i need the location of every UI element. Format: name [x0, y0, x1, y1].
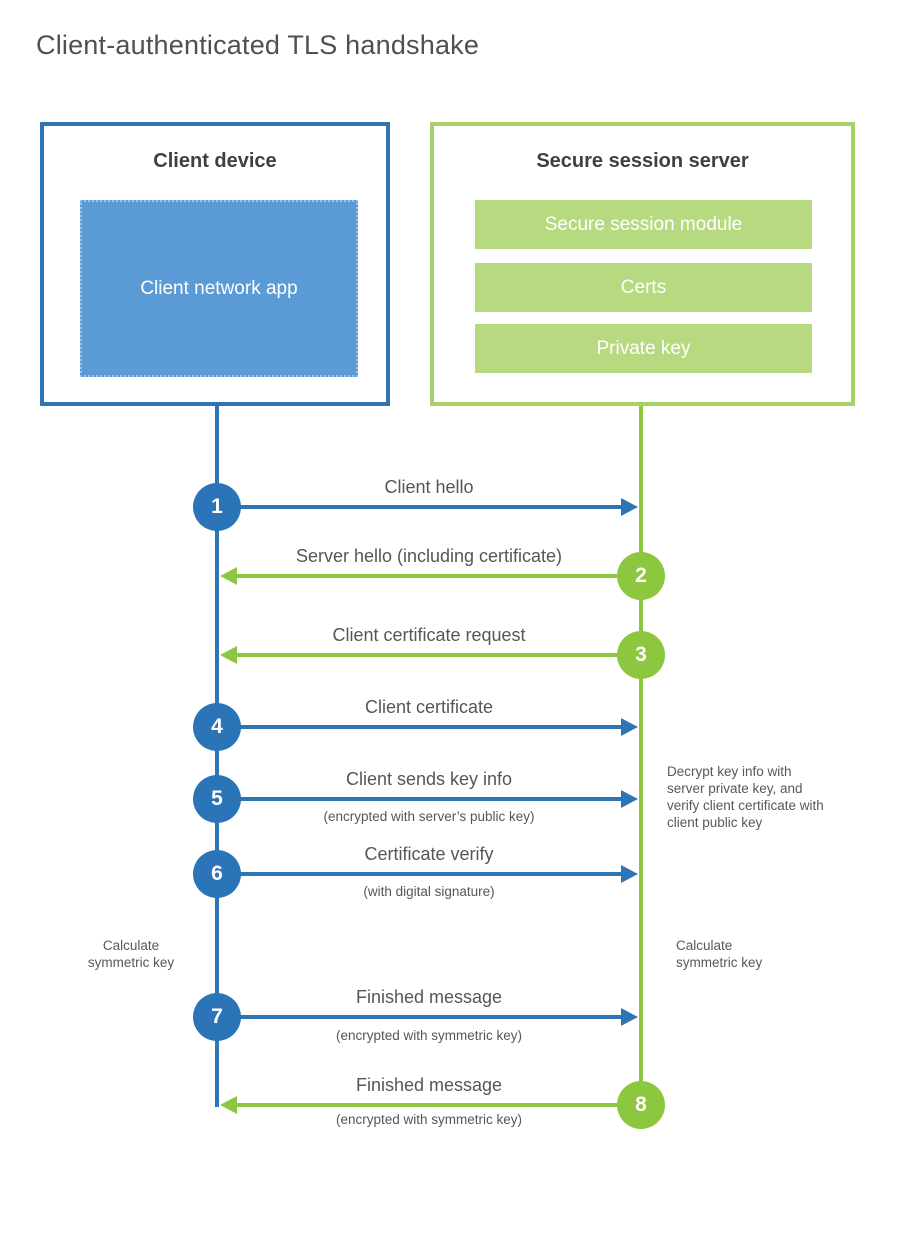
client-device-box: Client device Client network app [40, 122, 390, 406]
client-network-app-box: Client network app [80, 200, 358, 377]
step-6-sublabel: (with digital signature) [363, 884, 495, 899]
page-title: Client-authenticated TLS handshake [36, 30, 480, 60]
step-3-label: Client certificate request [332, 625, 526, 645]
step-8-number-badge: 8 [617, 1081, 665, 1129]
calculate-symmetric-key-left: Calculate symmetric key [87, 938, 175, 970]
secure-session-server-box: Secure session server Secure session mod… [430, 122, 855, 406]
step-3-arrowhead-icon [220, 646, 237, 664]
step-6-arrowhead-icon [621, 865, 638, 883]
step-2-number-badge: 2 [617, 552, 665, 600]
step-5-arrowhead-icon [621, 790, 638, 808]
step-1-number-badge: 1 [193, 483, 241, 531]
step-1-label: Client hello [384, 477, 474, 497]
server-lifeline [639, 406, 643, 1107]
step-4-label: Client certificate [364, 697, 494, 717]
server-module-certs: Certs [475, 263, 812, 312]
server-module-secure-session-module: Secure session module [475, 200, 812, 249]
step-7-arrow [217, 1015, 621, 1019]
step-2-arrow [237, 574, 641, 578]
client-lifeline [215, 406, 219, 1107]
client-network-app-label: Client network app [140, 278, 298, 299]
step-8-label: Finished message [355, 1075, 503, 1095]
step-6-label: Certificate verify [364, 844, 494, 864]
step-3-number-badge: 3 [617, 631, 665, 679]
step-5-label: Client sends key info [345, 769, 513, 789]
step-1-arrow [217, 505, 621, 509]
client-device-title: Client device [153, 150, 277, 172]
step-3-arrow [237, 653, 641, 657]
step-5-number-badge: 5 [193, 775, 241, 823]
secure-session-server-title: Secure session server [536, 150, 749, 172]
step-7-number-badge: 7 [193, 993, 241, 1041]
step-2-arrowhead-icon [220, 567, 237, 585]
step-7-arrowhead-icon [621, 1008, 638, 1026]
step-7-sublabel: (encrypted with symmetric key) [335, 1028, 523, 1043]
step-4-number-badge: 4 [193, 703, 241, 751]
step-6-number-badge: 6 [193, 850, 241, 898]
step-6-arrow [217, 872, 621, 876]
step-5-sublabel: (encrypted with server’s public key) [323, 809, 535, 824]
step-4-arrowhead-icon [621, 718, 638, 736]
calculate-symmetric-key-right: Calculate symmetric key [676, 938, 763, 970]
step-2-label: Server hello (including certificate) [295, 546, 563, 566]
step-5-arrow [217, 797, 621, 801]
step-8-sublabel: (encrypted with symmetric key) [335, 1112, 523, 1127]
step-1-arrowhead-icon [621, 498, 638, 516]
step-7-label: Finished message [355, 987, 503, 1007]
decrypt-key-note: Decrypt key info with server private key… [667, 764, 824, 830]
step-8-arrowhead-icon [220, 1096, 237, 1114]
step-4-arrow [217, 725, 621, 729]
step-8-arrow [237, 1103, 641, 1107]
server-module-private-key: Private key [475, 324, 812, 373]
